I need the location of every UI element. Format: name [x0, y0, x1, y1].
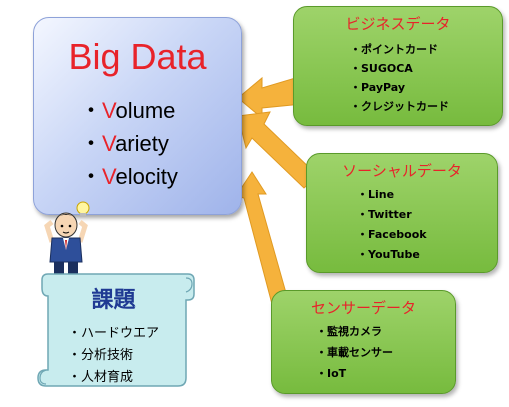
- sensor-data-title: センサーデータ: [310, 299, 416, 317]
- arrow-sensor-to-bigdata: [235, 171, 289, 305]
- rest: olume: [115, 98, 176, 123]
- list-item: ・車載センサー: [316, 346, 393, 359]
- bullet: ・: [80, 164, 103, 189]
- initial: V: [102, 131, 116, 156]
- list-item: ・クレジットカード: [350, 100, 449, 113]
- big-data-item-volume: ・Volume: [80, 93, 175, 125]
- list-item: ・人材育成: [68, 370, 134, 385]
- list-item: ・PayPay: [350, 81, 406, 94]
- list-item: ・ポイントカード: [350, 43, 438, 56]
- scroll-shape: [37, 273, 195, 387]
- business-data-box: ビジネスデータ ・ポイントカード ・SUGOCA ・PayPay ・クレジットカ…: [293, 6, 503, 126]
- list-item: ・IoT: [316, 367, 347, 380]
- issues-scroll: 課題 ・ハードウエア ・分析技術 ・人材育成: [36, 272, 196, 390]
- list-item: ・SUGOCA: [350, 62, 413, 75]
- big-data-item-velocity: ・Velocity: [80, 159, 178, 191]
- bullet: ・: [80, 98, 103, 123]
- sensor-data-box: センサーデータ ・監視カメラ ・車載センサー ・IoT: [271, 290, 456, 394]
- bullet: ・: [80, 131, 103, 156]
- issues-title: 課題: [91, 288, 136, 313]
- big-data-title: Big Data: [68, 36, 207, 77]
- business-data-title: ビジネスデータ: [345, 15, 451, 33]
- initial: V: [102, 98, 116, 123]
- big-data-box: Big Data ・Volume ・Variety ・Velocity: [33, 17, 242, 215]
- list-item: ・分析技術: [68, 348, 134, 363]
- list-item: ・Line: [357, 188, 395, 201]
- list-item: ・ハードウエア: [68, 326, 160, 341]
- big-data-item-variety: ・Variety: [80, 126, 169, 158]
- list-item: ・YouTube: [357, 248, 420, 261]
- rest: ariety: [115, 131, 169, 156]
- social-data-box: ソーシャルデータ ・Line ・Twitter ・Facebook ・YouTu…: [306, 153, 498, 273]
- list-item: ・Facebook: [357, 228, 427, 241]
- thinking-person-icon: [44, 201, 90, 274]
- social-data-title: ソーシャルデータ: [342, 162, 462, 180]
- initial: V: [102, 164, 116, 189]
- rest: elocity: [115, 164, 178, 189]
- list-item: ・監視カメラ: [316, 325, 382, 338]
- list-item: ・Twitter: [357, 208, 412, 221]
